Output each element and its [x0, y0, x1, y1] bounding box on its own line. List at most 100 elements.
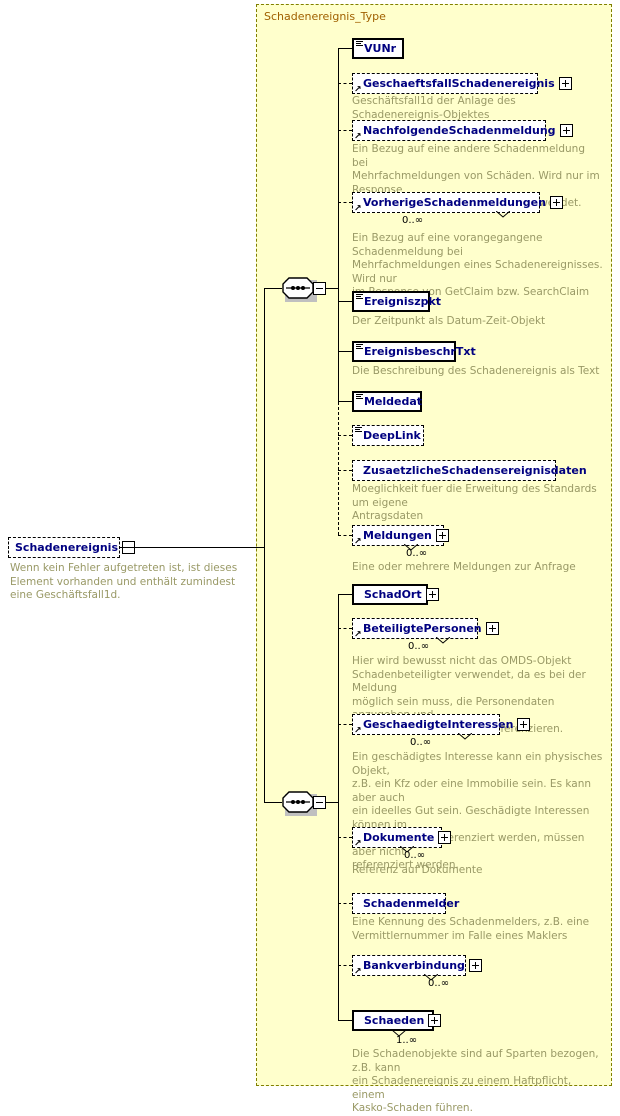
connector-schaeden — [338, 1020, 352, 1021]
node-schadenmelder[interactable]: Schadenmelder — [352, 893, 459, 918]
multiplicity-label: 0..∞ — [404, 850, 426, 861]
node-meldungen[interactable]: Meldungen ↗ — [352, 525, 449, 550]
node-vunr[interactable]: VUNr — [352, 38, 406, 62]
multiplicity-label: 0..∞ — [408, 641, 430, 652]
node-vorherigeschadenmeldungen[interactable]: VorherigeSchadenmeldungen ↗ — [352, 192, 563, 217]
node-nachfolgendeschadenmeldung[interactable]: NachfolgendeSchadenmeldung ↗ — [352, 120, 573, 145]
node-label: Ereigniszpkt — [364, 295, 442, 308]
repeat-marker-icon — [400, 846, 414, 853]
node-beteiligtepersonen[interactable]: BeteiligtePersonen ↗ — [352, 618, 499, 643]
connector-root-to-trunk — [120, 547, 264, 548]
connector-geschaedigteinteressen — [338, 724, 352, 725]
trunk-line-lower — [264, 547, 265, 802]
connector-nachfolgendeschadenmeldung — [338, 130, 352, 131]
sequence-collapse-toggle-1[interactable] — [313, 282, 326, 295]
expand-toggle[interactable] — [558, 77, 572, 90]
root-element-label: Schadenereignis — [15, 541, 119, 554]
node-annotation: Geschäftsfall1d der Anlage des Schadener… — [352, 95, 516, 121]
reference-arrow-icon: ↗ — [354, 85, 362, 95]
node-schadort[interactable]: SchadOrt — [352, 584, 439, 608]
node-annotation: Eine Kennung des Schadenmelders, z.B. ei… — [352, 916, 590, 942]
connector-schadort — [338, 594, 352, 595]
node-deeplink[interactable]: DeepLink — [352, 425, 427, 450]
text-type-icon — [356, 294, 363, 300]
connector-schadenmelder — [338, 903, 352, 904]
text-type-icon — [356, 344, 363, 350]
connector-zusaetzlicheschadensereignisdaten — [338, 470, 352, 471]
connector-dokumente — [338, 837, 352, 838]
branch-spine-2-solid — [338, 594, 339, 1020]
node-label: VUNr — [364, 42, 397, 55]
expand-toggle[interactable] — [438, 831, 452, 844]
reference-arrow-icon: ↗ — [354, 132, 362, 142]
expand-toggle[interactable] — [517, 718, 531, 731]
reference-arrow-icon: ↗ — [354, 726, 362, 736]
reference-arrow-icon: ↗ — [354, 630, 362, 640]
node-zusaetzlicheschadensereignisdaten[interactable]: ZusaetzlicheSchadensereignisdaten — [352, 460, 587, 485]
root-element-schadenereignis[interactable]: Schadenereignis — [8, 537, 136, 558]
sequence-connector-2[interactable] — [282, 791, 326, 816]
node-geschaedigteinteressen[interactable]: GeschaedigteInteressen ↗ — [352, 714, 531, 739]
trunk-line-upper — [264, 288, 265, 547]
node-bankverbindung[interactable]: Bankverbindung ↗ — [352, 955, 482, 980]
reference-arrow-icon: ↗ — [354, 537, 362, 547]
expand-toggle[interactable] — [425, 588, 439, 601]
sequence-octagon-icon — [282, 277, 314, 299]
node-label: Meldungen — [363, 529, 432, 542]
repeat-marker-icon — [392, 1030, 406, 1037]
node-annotation: Ein geschädigtes Interesse kann ein phys… — [352, 751, 603, 871]
node-schaeden[interactable]: Schaeden — [352, 1010, 442, 1034]
reference-arrow-icon: ↗ — [354, 839, 362, 849]
node-label: ZusaetzlicheSchadensereignisdaten — [363, 464, 587, 477]
node-ereigniszpkt[interactable]: Ereigniszpkt — [352, 291, 441, 315]
node-annotation: Eine oder mehrere Meldungen zur Anfrage — [352, 561, 576, 573]
connector-vunr — [338, 48, 352, 49]
repeat-marker-icon — [436, 637, 450, 644]
node-label: DeepLink — [363, 429, 421, 442]
connector-meldedat — [338, 401, 352, 402]
node-annotation: Der Zeitpunkt als Datum-Zeit-Objekt — [352, 315, 546, 327]
node-meldedat[interactable]: Meldedat — [352, 391, 424, 415]
node-label: GeschaeftsfallSchadenereignis — [363, 77, 555, 90]
node-annotation: Die Beschreibung des Schadenereignis als… — [352, 365, 600, 377]
expand-toggle[interactable] — [428, 1014, 442, 1027]
node-label: Meldedat — [364, 395, 423, 408]
node-label: Bankverbindung — [363, 959, 465, 972]
connector-bankverbindung — [338, 965, 352, 966]
expand-toggle[interactable] — [549, 196, 563, 209]
multiplicity-label: 0..∞ — [402, 215, 424, 226]
node-label: BeteiligtePersonen — [363, 622, 482, 635]
repeat-marker-icon — [404, 544, 418, 551]
complex-type-title: Schadenereignis_Type — [264, 10, 386, 23]
multiplicity-label: 0..∞ — [406, 548, 428, 559]
repeat-marker-icon — [458, 733, 472, 740]
connector-seq1-to-branch — [324, 288, 338, 289]
node-label: NachfolgendeSchadenmeldung — [363, 124, 556, 137]
connector-trunk-to-seq1 — [264, 288, 282, 289]
node-ereignisbeschrtxt[interactable]: EreignisbeschrTxt — [352, 341, 476, 365]
expand-toggle[interactable] — [559, 124, 573, 137]
connector-geschaeftsfallschadenereignis — [338, 83, 352, 84]
connector-beteiligtepersonen — [338, 628, 352, 629]
node-label: Schadenmelder — [363, 897, 460, 910]
sequence-connector-1[interactable] — [282, 277, 326, 302]
multiplicity-label: 1..∞ — [396, 1035, 418, 1046]
reference-arrow-icon: ↗ — [354, 967, 362, 977]
connector-seq2-to-branch — [324, 802, 338, 803]
repeat-marker-icon — [424, 974, 438, 981]
sequence-collapse-toggle-2[interactable] — [313, 796, 326, 809]
node-geschaeftsfallschadenereignis[interactable]: GeschaeftsfallSchadenereignis ↗ — [352, 73, 572, 98]
expand-toggle[interactable] — [435, 529, 449, 542]
connector-deeplink — [338, 435, 352, 436]
connector-ereignisbeschrtxt — [338, 351, 352, 352]
root-element-annotation: Wenn kein Fehler aufgetreten ist, ist di… — [10, 562, 238, 601]
expand-toggle[interactable] — [468, 959, 482, 972]
expand-toggle[interactable] — [485, 622, 499, 635]
node-label: SchadOrt — [364, 588, 422, 601]
branch-spine-1-solid — [338, 48, 339, 402]
connector-trunk-to-seq2 — [264, 802, 282, 803]
node-dokumente[interactable]: Dokumente ↗ — [352, 827, 452, 852]
node-label: Schaeden — [364, 1014, 425, 1027]
multiplicity-label: 0..∞ — [428, 978, 450, 989]
reference-arrow-icon: ↗ — [354, 204, 362, 214]
